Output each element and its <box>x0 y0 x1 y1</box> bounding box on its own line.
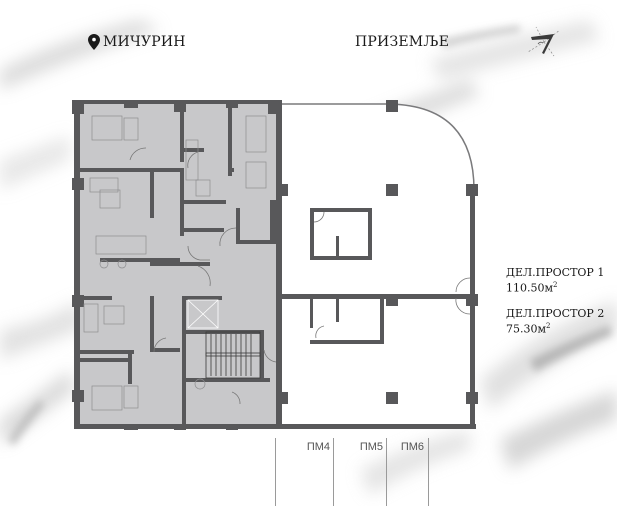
legend-area: 75.30м2 <box>506 322 551 336</box>
stairs <box>205 331 261 379</box>
location-label: МИЧУРИН <box>88 34 186 50</box>
legend-area: 110.50м2 <box>506 281 558 295</box>
commercial-space-1[interactable] <box>279 103 475 297</box>
legend-label: ДЕЛ.ПРОСТОР 1 <box>506 266 605 279</box>
legend-commercial-space-1: ДЕЛ.ПРОСТОР 1 110.50м2 <box>506 266 604 295</box>
parking-spot-pm5[interactable]: ПМ5 <box>333 438 387 506</box>
location-name: МИЧУРИН <box>103 34 186 50</box>
north-arrow-icon <box>527 26 561 57</box>
parking-spot-pm4[interactable]: ПМ4 <box>275 438 334 506</box>
elevator-shaft <box>187 299 219 329</box>
commercial-space-2[interactable] <box>279 295 475 429</box>
floor-title: ПРИЗЕМЉЕ <box>355 34 450 50</box>
parking-spot-pm6[interactable]: ПМ6 <box>386 438 429 506</box>
legend-commercial-space-2: ДЕЛ.ПРОСТОР 2 75.30м2 <box>506 307 604 336</box>
map-pin-icon <box>88 34 100 50</box>
legend-label: ДЕЛ.ПРОСТОР 2 <box>506 307 605 320</box>
